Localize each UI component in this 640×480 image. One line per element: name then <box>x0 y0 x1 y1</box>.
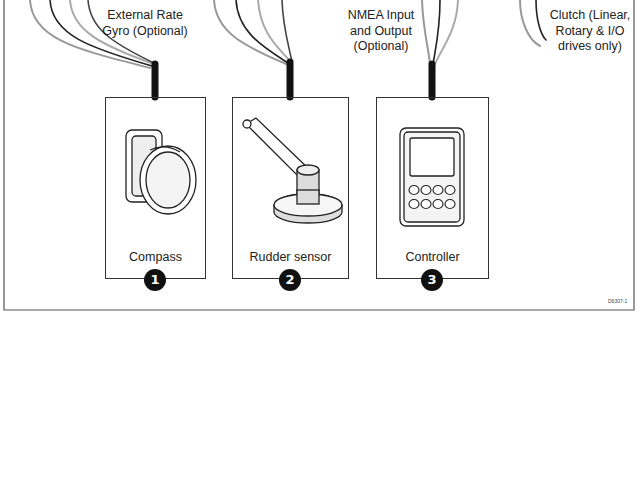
component-name: Compass <box>106 250 205 264</box>
rudder-sensor-illustration <box>243 118 342 223</box>
port-label: NMEA Input and Output (Optional) <box>340 8 422 55</box>
component-box: Compass <box>105 97 206 279</box>
callout-number: 3 <box>421 269 443 291</box>
port-label: Clutch (Linear, Rotary & I/O drives only… <box>548 8 632 55</box>
controller-illustration <box>400 128 464 226</box>
callout-number: 2 <box>279 269 301 291</box>
drawing-code: D6307-1 <box>608 298 627 304</box>
port-label: External Rate Gyro (Optional) <box>100 8 190 39</box>
component-name: Controller <box>377 250 488 264</box>
component-box: Controller <box>376 97 489 279</box>
callout-number: 1 <box>144 269 166 291</box>
component-name: Rudder sensor <box>233 250 348 264</box>
component-box: Rudder sensor <box>232 97 349 279</box>
compass-illustration <box>126 130 196 214</box>
